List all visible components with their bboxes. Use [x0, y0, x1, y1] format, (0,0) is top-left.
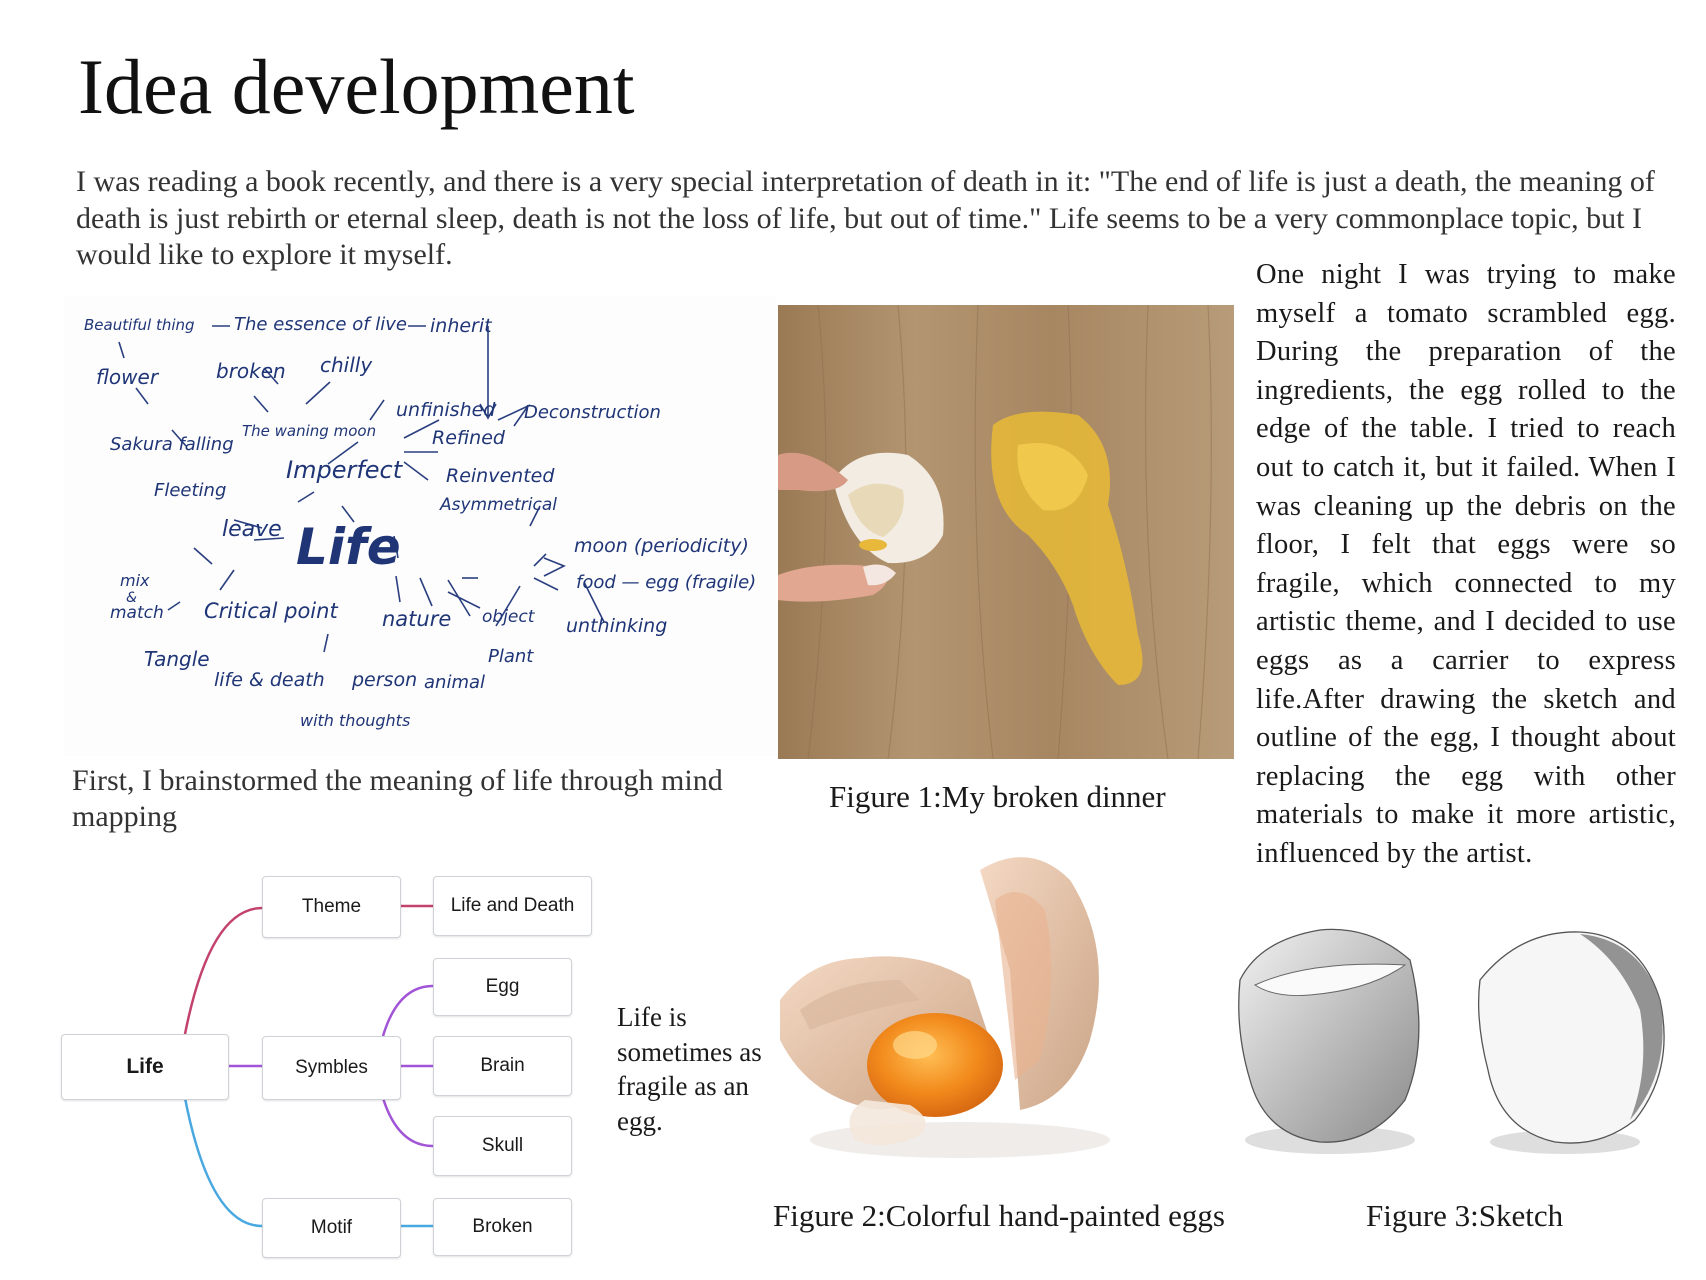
tree-node-life-and-death: Life and Death: [433, 876, 592, 936]
word-plant: Plant: [488, 646, 534, 667]
word-asymmetrical: Asymmetrical: [439, 495, 557, 515]
figure-3-caption: Figure 3:Sketch: [1366, 1198, 1564, 1233]
tree-node-theme: Theme: [262, 876, 401, 938]
tree-node-egg: Egg: [433, 958, 572, 1016]
figure-1-caption: Figure 1:My broken dinner: [829, 779, 1166, 814]
figure-2-caption: Figure 2:Colorful hand-painted eggs: [773, 1198, 1225, 1233]
word-life-death: life & death: [214, 669, 325, 691]
word-person: person: [351, 669, 417, 691]
mind-map-caption: First, I brainstormed the meaning of lif…: [72, 764, 723, 833]
painted-egg-illustration: [770, 840, 1150, 1170]
tree-node-brain: Brain: [433, 1036, 572, 1096]
word-food-egg: food — egg (fragile): [576, 572, 756, 593]
broken-egg-photo: [778, 305, 1234, 759]
word-reinvented: Reinvented: [446, 465, 555, 487]
word-broken: broken: [216, 359, 286, 383]
theme-connector: [183, 906, 263, 1035]
word-refined: Refined: [432, 427, 506, 449]
word-with-thoughts: with thoughts: [300, 711, 410, 730]
tree-node-broken: Broken: [433, 1198, 572, 1256]
handwritten-mind-map: Beautiful thing The essence of live inhe…: [64, 296, 776, 756]
fragile-quote: Life is sometimes as fragile as an egg.: [617, 1002, 762, 1136]
egg-sketch-drawing: [1220, 920, 1686, 1160]
tree-node-skull: Skull: [433, 1116, 572, 1176]
word-fleeting: Fleeting: [154, 480, 226, 501]
word-mix: mix: [120, 571, 150, 590]
word-flower: flower: [96, 365, 160, 389]
word-unthinking: unthinking: [566, 615, 667, 637]
word-essence: The essence of live: [234, 314, 407, 335]
word-critical-point: Critical point: [204, 599, 338, 623]
word-leave: leave: [222, 517, 282, 542]
word-tangle: Tangle: [144, 647, 210, 671]
word-unfinished: unfinished: [396, 399, 496, 421]
story-paragraph: One night I was trying to make myself a …: [1256, 259, 1676, 869]
tree-connectors: [183, 904, 434, 1228]
tree-node-symbles: Symbles: [262, 1036, 401, 1100]
word-moon-periodicity: moon (periodicity): [574, 535, 749, 557]
word-animal: animal: [424, 672, 485, 693]
intro-paragraph: I was reading a book recently, and there…: [76, 165, 1655, 271]
word-match: match: [110, 603, 164, 623]
word-beautiful-thing: Beautiful thing: [84, 316, 195, 334]
word-waning-moon: The waning moon: [242, 422, 376, 440]
word-imperfect: Imperfect: [286, 456, 404, 484]
page-title: Idea development: [78, 43, 635, 130]
word-sakura: Sakura falling: [110, 434, 234, 455]
word-deconstruction: Deconstruction: [524, 402, 661, 423]
word-life-center: Life: [296, 518, 401, 576]
word-object: object: [482, 607, 536, 627]
word-amp: &: [126, 590, 137, 606]
word-nature: nature: [382, 607, 451, 631]
tree-node-life: Life: [61, 1034, 229, 1100]
word-inherit: inherit: [430, 315, 493, 337]
motif-connector: [183, 1097, 263, 1228]
word-chilly: chilly: [320, 353, 373, 377]
tree-node-motif: Motif: [262, 1198, 401, 1258]
